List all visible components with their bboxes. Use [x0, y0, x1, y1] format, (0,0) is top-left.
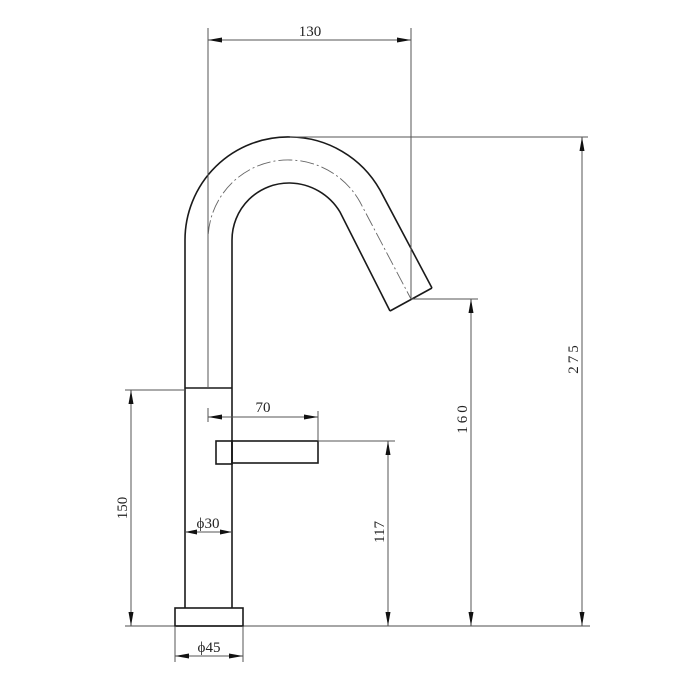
- arrow-icon: [579, 137, 585, 151]
- handle-hub: [215, 440, 233, 465]
- arrow-icon: [175, 653, 189, 659]
- arrow-icon: [220, 529, 232, 535]
- spout-outer: [184, 136, 433, 388]
- arrow-icon: [385, 441, 391, 455]
- arrow-icon: [579, 612, 585, 626]
- arrow-icon: [468, 299, 474, 313]
- dim-label-275: 275: [566, 342, 582, 374]
- arrow-icon: [208, 37, 222, 43]
- arrow-icon: [185, 529, 197, 535]
- arrow-icon: [304, 414, 318, 420]
- dim-label-phi30: ϕ30: [197, 516, 220, 532]
- arrow-icon: [128, 390, 134, 404]
- dim-label-70: 70: [256, 400, 271, 416]
- faucet-base: [174, 607, 244, 627]
- dim-label-160: 160: [455, 402, 471, 434]
- arrow-icon: [385, 612, 391, 626]
- spout-centerline: [207, 159, 412, 388]
- arrow-icon: [397, 37, 411, 43]
- arrow-icon: [128, 612, 134, 626]
- dim-label-phi45: ϕ45: [198, 640, 221, 656]
- dim-label-150: 150: [115, 497, 131, 520]
- dim-label-117: 117: [372, 521, 388, 543]
- dim-label-130: 130: [299, 24, 322, 40]
- handle-lever: [231, 440, 319, 464]
- arrow-icon: [208, 414, 222, 420]
- spout-inner: [231, 182, 391, 388]
- arrow-icon: [229, 653, 243, 659]
- arrow-icon: [468, 612, 474, 626]
